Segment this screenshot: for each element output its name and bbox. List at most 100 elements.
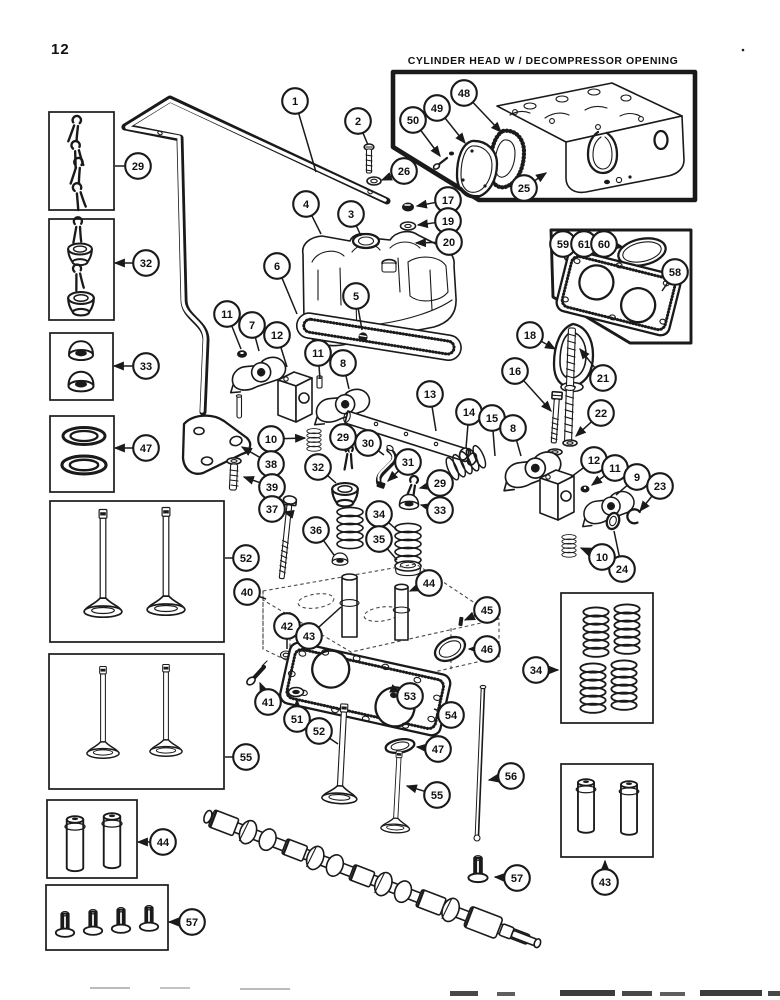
callout-number: 2	[355, 116, 361, 128]
callout-10: 10	[257, 425, 307, 453]
callout-number: 37	[266, 504, 278, 516]
callout-number: 13	[424, 389, 436, 401]
callout-circle	[344, 107, 372, 135]
callout-number: 36	[310, 525, 322, 537]
callout-number: 43	[303, 631, 315, 643]
callout-number: 25	[518, 183, 530, 195]
callout-57: 57	[493, 864, 531, 892]
callout-40: 40	[233, 578, 267, 606]
callout-number: 31	[402, 457, 414, 469]
callout-number: 41	[262, 697, 274, 709]
callout-30: 30	[354, 429, 385, 457]
callout-53: 53	[389, 682, 424, 710]
callout-circle	[399, 106, 427, 134]
callout-circle	[415, 569, 443, 597]
callout-number: 56	[505, 771, 517, 783]
callout-1: 1	[281, 87, 317, 173]
callout-37: 37	[258, 495, 295, 523]
inset-title: CYLINDER HEAD W / DECOMPRESSOR OPENING	[408, 55, 679, 67]
callout-49: 49	[423, 94, 466, 145]
callout-number: 16	[509, 366, 521, 378]
callout-circle	[295, 622, 323, 650]
callout-43: 43	[591, 859, 619, 896]
callout-circle	[396, 682, 424, 710]
callout-46: 46	[467, 635, 501, 663]
print-noise	[90, 987, 780, 996]
callout-number: 30	[362, 438, 374, 450]
callout-11: 11	[590, 454, 629, 486]
callout-circle	[213, 300, 241, 328]
callout-number: 34	[373, 509, 386, 521]
callout-50: 50	[399, 106, 441, 158]
callout-circle	[258, 495, 286, 523]
callout-circle	[499, 414, 527, 442]
callout-leader	[386, 548, 398, 561]
callout-circle	[329, 349, 357, 377]
callout-number: 53	[404, 691, 416, 703]
callout-leader	[487, 773, 500, 783]
callout-leader	[540, 340, 557, 350]
part-box-55	[48, 653, 225, 790]
callout-leader	[322, 539, 335, 556]
callout-leader	[387, 470, 400, 482]
callout-circle	[503, 864, 531, 892]
callout-19: 19	[416, 207, 462, 235]
callout-circle	[510, 174, 538, 202]
callout-circle	[416, 380, 444, 408]
callout-number: 8	[510, 423, 516, 435]
callout-leader	[254, 337, 260, 352]
callout-circle	[473, 596, 501, 624]
callout-43: 43	[295, 606, 342, 650]
callout-55: 55	[405, 781, 451, 809]
callout-circle	[424, 735, 452, 763]
callout-leader	[579, 347, 596, 369]
callout-number: 47	[140, 443, 152, 455]
callout-number: 49	[431, 103, 443, 115]
callout-leader	[240, 446, 261, 459]
callout-circle	[232, 544, 260, 572]
callout-circle	[522, 656, 550, 684]
callout-number: 59	[557, 239, 569, 251]
callout-number: 21	[597, 373, 609, 385]
callout-number: 50	[407, 115, 419, 127]
callout-circle	[590, 230, 618, 258]
callout-38: 38	[240, 446, 285, 478]
callout-14: 14	[455, 398, 483, 449]
callout-39: 39	[242, 473, 286, 501]
callout-leader	[492, 430, 496, 457]
callout-number: 45	[481, 605, 493, 617]
callout-51: 51	[283, 698, 311, 733]
camshaft	[203, 809, 542, 949]
callout-number: 32	[312, 462, 324, 474]
callout-leader	[615, 484, 628, 496]
studs-and-washers	[547, 327, 578, 456]
callout-circle	[426, 496, 454, 524]
callout-number: 19	[442, 216, 454, 228]
callout-number: 47	[432, 744, 444, 756]
callout-circle	[292, 190, 320, 218]
head-gasket-box	[549, 228, 693, 345]
callout-11: 11	[213, 300, 242, 350]
callout-number: 3	[348, 209, 354, 221]
callout-circle	[232, 743, 260, 771]
cap-screw-57	[467, 854, 489, 884]
callout-leader	[408, 583, 421, 592]
callout-26: 26	[380, 157, 418, 185]
callout-number: 55	[240, 752, 252, 764]
callout-13: 13	[416, 380, 444, 432]
callout-leader	[515, 440, 522, 457]
callout-number: 12	[588, 455, 600, 467]
callout-circle	[254, 688, 282, 716]
part-box-34	[560, 592, 654, 724]
callout-number: 44	[157, 837, 170, 849]
callout-circle	[437, 701, 465, 729]
callout-number: 39	[266, 482, 278, 494]
callout-leader	[317, 606, 342, 628]
callout-number: 5	[353, 291, 359, 303]
callout-leader	[590, 475, 606, 486]
callout-leader	[613, 530, 621, 557]
callout-leader	[283, 433, 307, 443]
callout-leader	[362, 132, 369, 146]
callout-number: 38	[265, 459, 277, 471]
